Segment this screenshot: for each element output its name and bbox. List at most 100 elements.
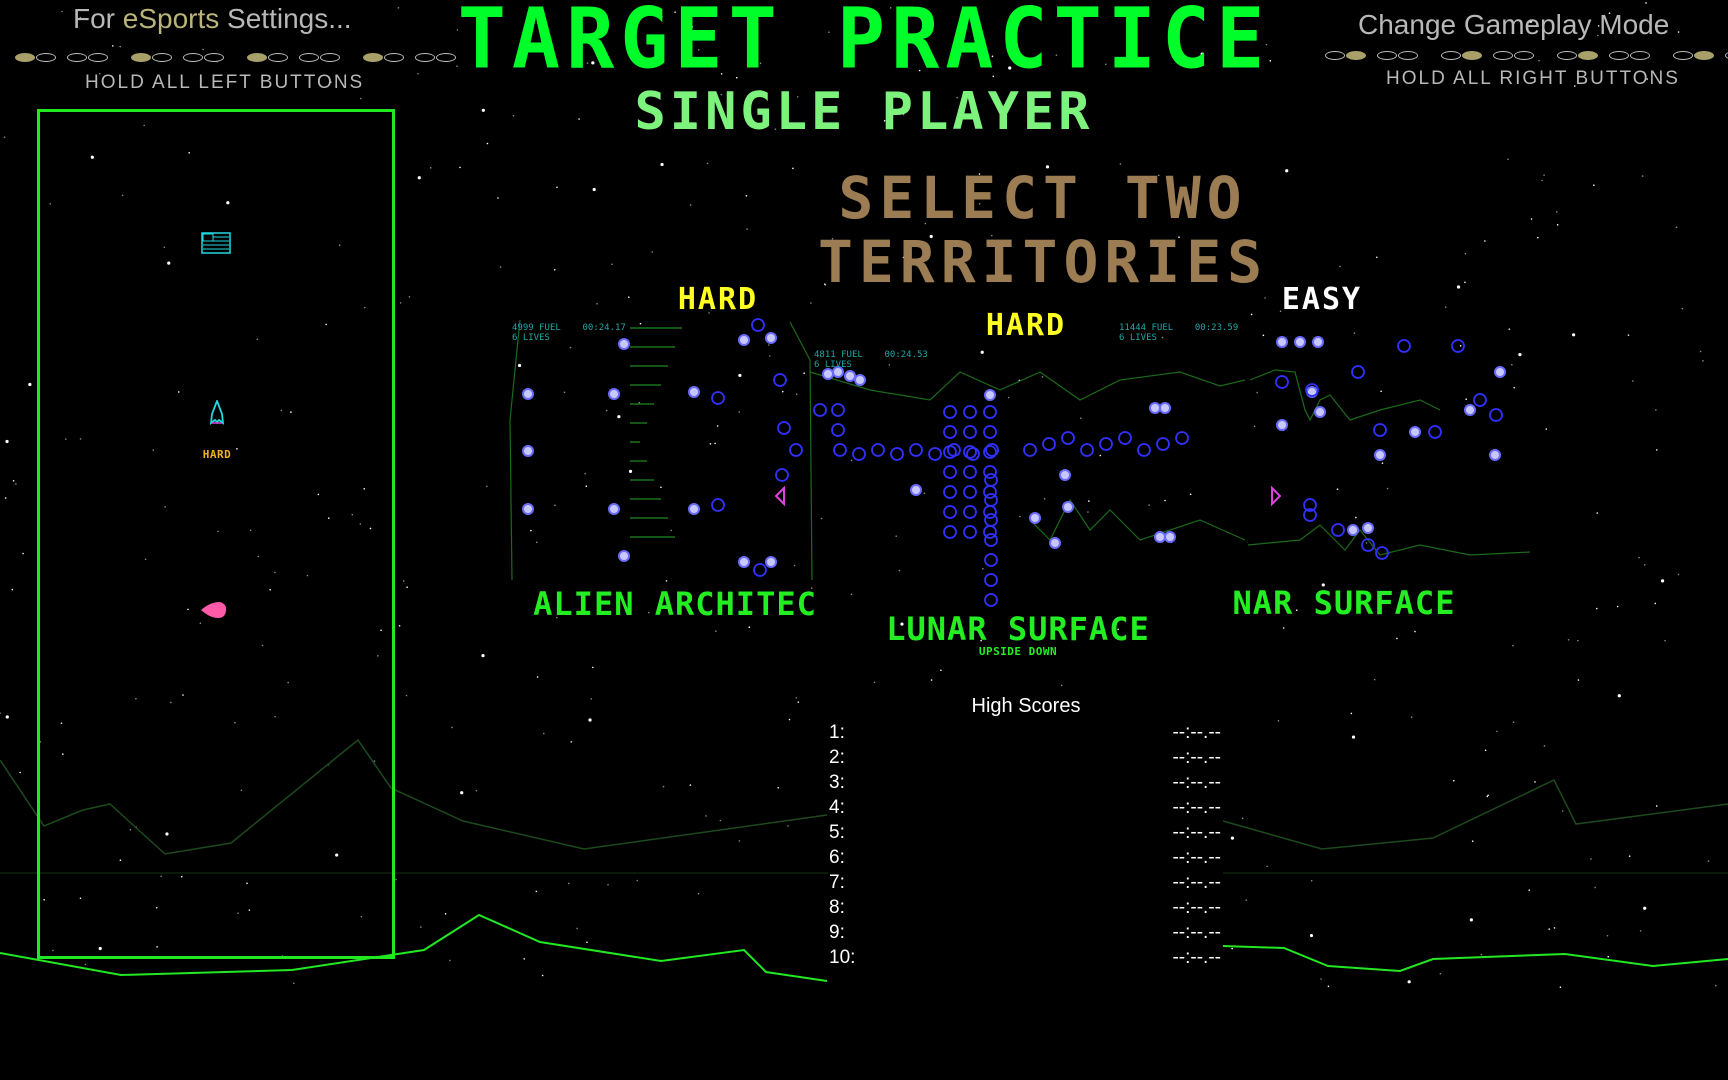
star	[1164, 499, 1166, 502]
star	[990, 234, 993, 237]
target-icon	[1351, 365, 1365, 379]
star	[828, 31, 830, 34]
star	[287, 681, 289, 684]
star	[417, 176, 421, 180]
target-icon	[984, 533, 998, 547]
star	[1351, 735, 1356, 739]
star	[359, 523, 362, 525]
star	[978, 203, 981, 205]
target-icon	[871, 443, 885, 457]
star	[888, 364, 891, 366]
star	[293, 982, 295, 985]
star	[1553, 927, 1556, 929]
target-icon	[943, 465, 957, 479]
star	[1638, 556, 1640, 559]
star	[701, 11, 703, 14]
target-icon	[910, 484, 922, 496]
star	[398, 624, 401, 627]
star	[584, 472, 586, 475]
star	[177, 391, 180, 393]
star	[274, 571, 276, 574]
territory-card-alien-architecture[interactable]	[509, 320, 815, 584]
player-ship-icon	[1271, 485, 1282, 507]
target-icon	[1023, 443, 1037, 457]
target-icon	[1428, 425, 1442, 439]
star	[1664, 639, 1666, 642]
star	[1702, 360, 1704, 362]
target-icon	[963, 425, 977, 439]
star	[1033, 324, 1036, 327]
star	[429, 167, 432, 169]
right-buttons-indicator	[1325, 51, 1728, 60]
star	[12, 480, 15, 482]
star	[1148, 504, 1150, 506]
target-icon	[789, 443, 803, 457]
star	[306, 574, 309, 577]
select-prompt-line2: TERRITORIES	[817, 228, 1269, 296]
star	[759, 62, 762, 65]
star	[351, 513, 354, 516]
star	[850, 593, 853, 596]
high-score-rank: 8:	[829, 897, 845, 918]
star	[60, 722, 63, 724]
high-score-rank: 9:	[829, 922, 845, 943]
star	[1643, 906, 1647, 910]
star	[1350, 712, 1353, 715]
star	[1628, 855, 1631, 857]
target-icon	[688, 386, 700, 398]
star	[1444, 306, 1447, 308]
star	[1264, 297, 1266, 299]
target-icon	[984, 473, 998, 487]
target-icon	[831, 423, 845, 437]
star	[1119, 163, 1122, 165]
territory-card-lunar-surface[interactable]	[1245, 320, 1532, 573]
star	[1320, 978, 1322, 980]
star	[924, 222, 927, 225]
star	[517, 363, 522, 368]
game-title: TARGET PRACTICE	[457, 0, 1271, 88]
star	[1639, 930, 1642, 932]
star	[1079, 417, 1082, 420]
star	[611, 263, 613, 266]
star	[1574, 85, 1576, 87]
target-icon	[984, 593, 998, 607]
star	[530, 529, 532, 532]
star	[720, 93, 723, 96]
star	[1376, 256, 1378, 259]
star	[720, 73, 723, 75]
star	[1241, 817, 1244, 820]
star	[929, 234, 933, 239]
star	[665, 580, 668, 582]
star	[363, 488, 366, 490]
target-icon	[984, 573, 998, 587]
territory-3-difficulty: EASY	[1281, 282, 1363, 317]
target-icon	[1156, 437, 1170, 451]
star	[180, 875, 183, 878]
territory-card-lunar-surface-upside-down[interactable]	[810, 347, 1245, 595]
star	[1161, 336, 1164, 339]
target-icon	[522, 445, 534, 457]
star	[1327, 985, 1330, 988]
star	[831, 238, 834, 240]
star	[1019, 515, 1021, 518]
star	[1230, 836, 1235, 840]
target-icon	[1331, 523, 1345, 537]
target-icon	[1029, 512, 1041, 524]
flag-icon	[201, 232, 231, 254]
target-icon	[1464, 404, 1476, 416]
star	[588, 718, 592, 722]
star	[1250, 313, 1253, 316]
star	[1677, 31, 1680, 33]
star	[160, 875, 162, 878]
star	[1104, 63, 1107, 66]
distant-mountains	[0, 738, 828, 855]
star	[1285, 169, 1289, 173]
target-icon	[608, 388, 620, 400]
star	[1336, 488, 1339, 490]
player-panel[interactable]: HARD	[37, 109, 395, 959]
star	[542, 732, 545, 735]
target-icon	[1276, 419, 1288, 431]
target-icon	[1409, 426, 1421, 438]
star	[898, 569, 901, 572]
